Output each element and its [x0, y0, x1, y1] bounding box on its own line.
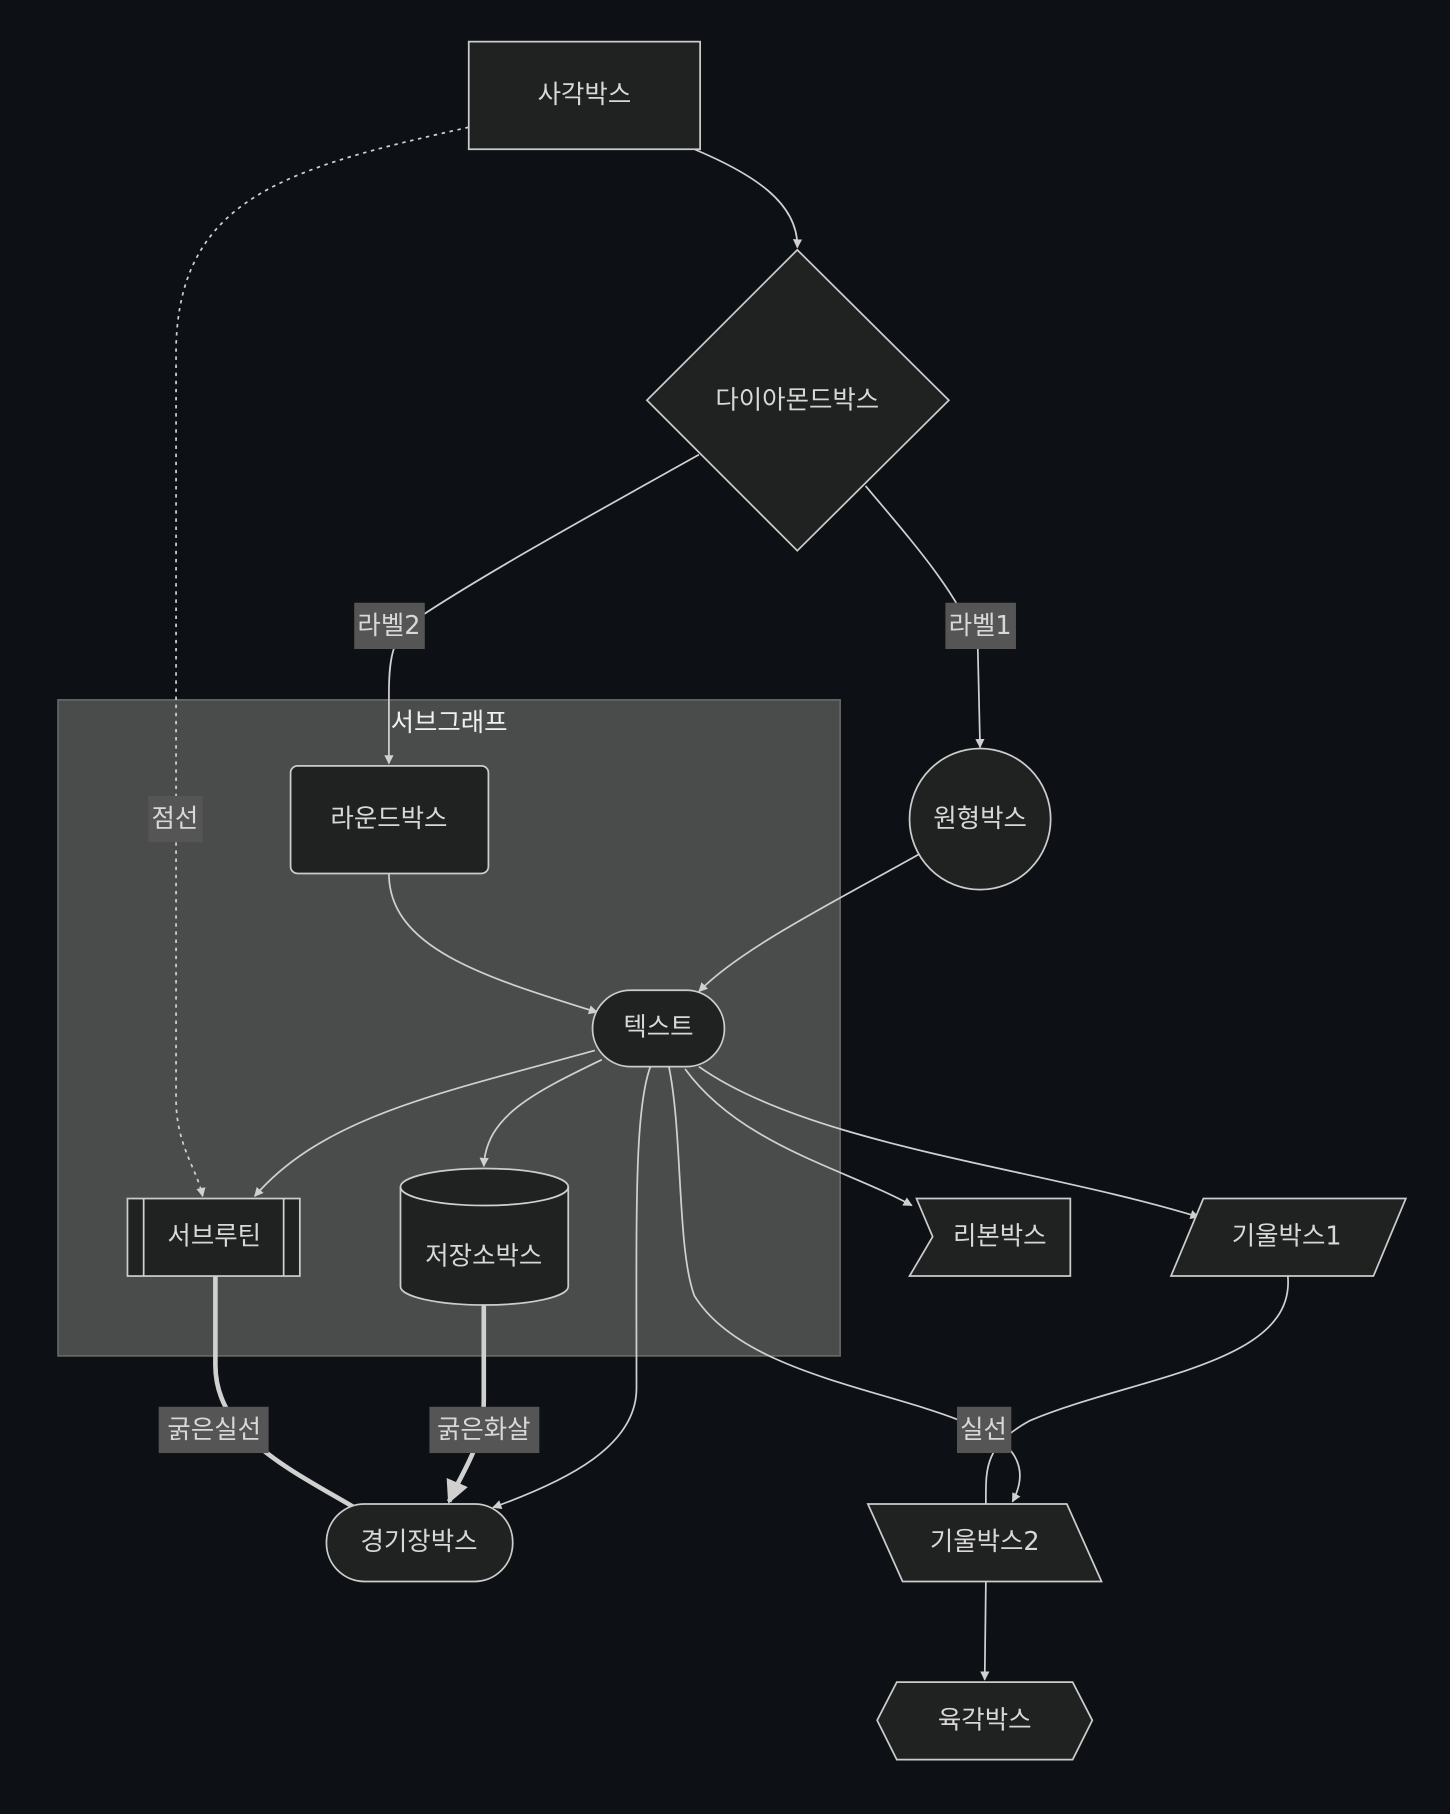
- node-stadium[interactable]: 경기장박스: [325, 1503, 514, 1583]
- edge-label-label1: 라벨1: [945, 602, 1016, 650]
- label-text: 기울박스1: [1232, 1222, 1342, 1252]
- node-text[interactable]: 텍스트: [591, 989, 726, 1068]
- node-hexagon[interactable]: 육각박스: [876, 1681, 1094, 1761]
- label-text: 라운드박스: [330, 804, 447, 834]
- label-text: 기울박스2: [930, 1527, 1040, 1557]
- label-text: 육각박스: [938, 1705, 1032, 1735]
- node-lean2[interactable]: 기울박스2: [866, 1503, 1103, 1583]
- edge-text-lean1: [698, 1065, 1200, 1220]
- edge-square-diamond: [694, 148, 803, 249]
- label-text: 굵은실선: [167, 1415, 261, 1445]
- node-diamond[interactable]: 다이아몬드박스: [645, 248, 951, 552]
- node-ribbon[interactable]: 리본박스: [908, 1197, 1072, 1277]
- label-text: 다이아몬드박스: [715, 385, 879, 415]
- label-text: 라벨2: [357, 611, 420, 641]
- edge-text-ribbon: [684, 1068, 913, 1207]
- node-circle[interactable]: 원형박스: [908, 747, 1052, 891]
- edge-label-thick-line: 굵은실선: [158, 1406, 269, 1454]
- edge-label-thick-arrow: 굵은화살: [429, 1406, 540, 1454]
- label-text: 라벨1: [949, 611, 1012, 641]
- edge-text-subroutine: [254, 1049, 596, 1197]
- label-text: 서브루틴: [167, 1222, 261, 1252]
- edge-lean2-hexagon: [980, 1581, 990, 1681]
- edge-lean1-lean2: [984, 1275, 1289, 1504]
- label-text: 경기장박스: [360, 1527, 477, 1557]
- label-text: 실선: [960, 1415, 1007, 1445]
- node-square[interactable]: 사각박스: [467, 40, 701, 151]
- label-text: 저장소박스: [425, 1241, 542, 1271]
- label-text: 원형박스: [933, 804, 1027, 834]
- edge-label-solid: 실선: [956, 1406, 1012, 1454]
- edge-circle-text: [698, 853, 921, 993]
- label-text: 사각박스: [538, 80, 632, 110]
- node-database[interactable]: 저장소박스: [399, 1167, 570, 1306]
- node-round[interactable]: 라운드박스: [289, 764, 490, 875]
- edge-label-dotted: 점선: [148, 795, 203, 843]
- subgraph-title: 서브그래프: [391, 708, 508, 738]
- label-text: 텍스트: [623, 1012, 693, 1042]
- label-text: 굵은화살: [437, 1415, 531, 1445]
- label-text: 리본박스: [953, 1222, 1047, 1252]
- edge-text-database: [479, 1058, 603, 1168]
- edge-label-label2: 라벨2: [354, 602, 425, 650]
- node-subroutine[interactable]: 서브루틴: [126, 1197, 301, 1277]
- edge-diamond-round: [384, 453, 700, 765]
- label-text: 점선: [151, 804, 198, 834]
- edge-round-text: [388, 873, 599, 1015]
- edge-text-stadium: [492, 1066, 652, 1509]
- node-lean1[interactable]: 기울박스1: [1169, 1197, 1408, 1277]
